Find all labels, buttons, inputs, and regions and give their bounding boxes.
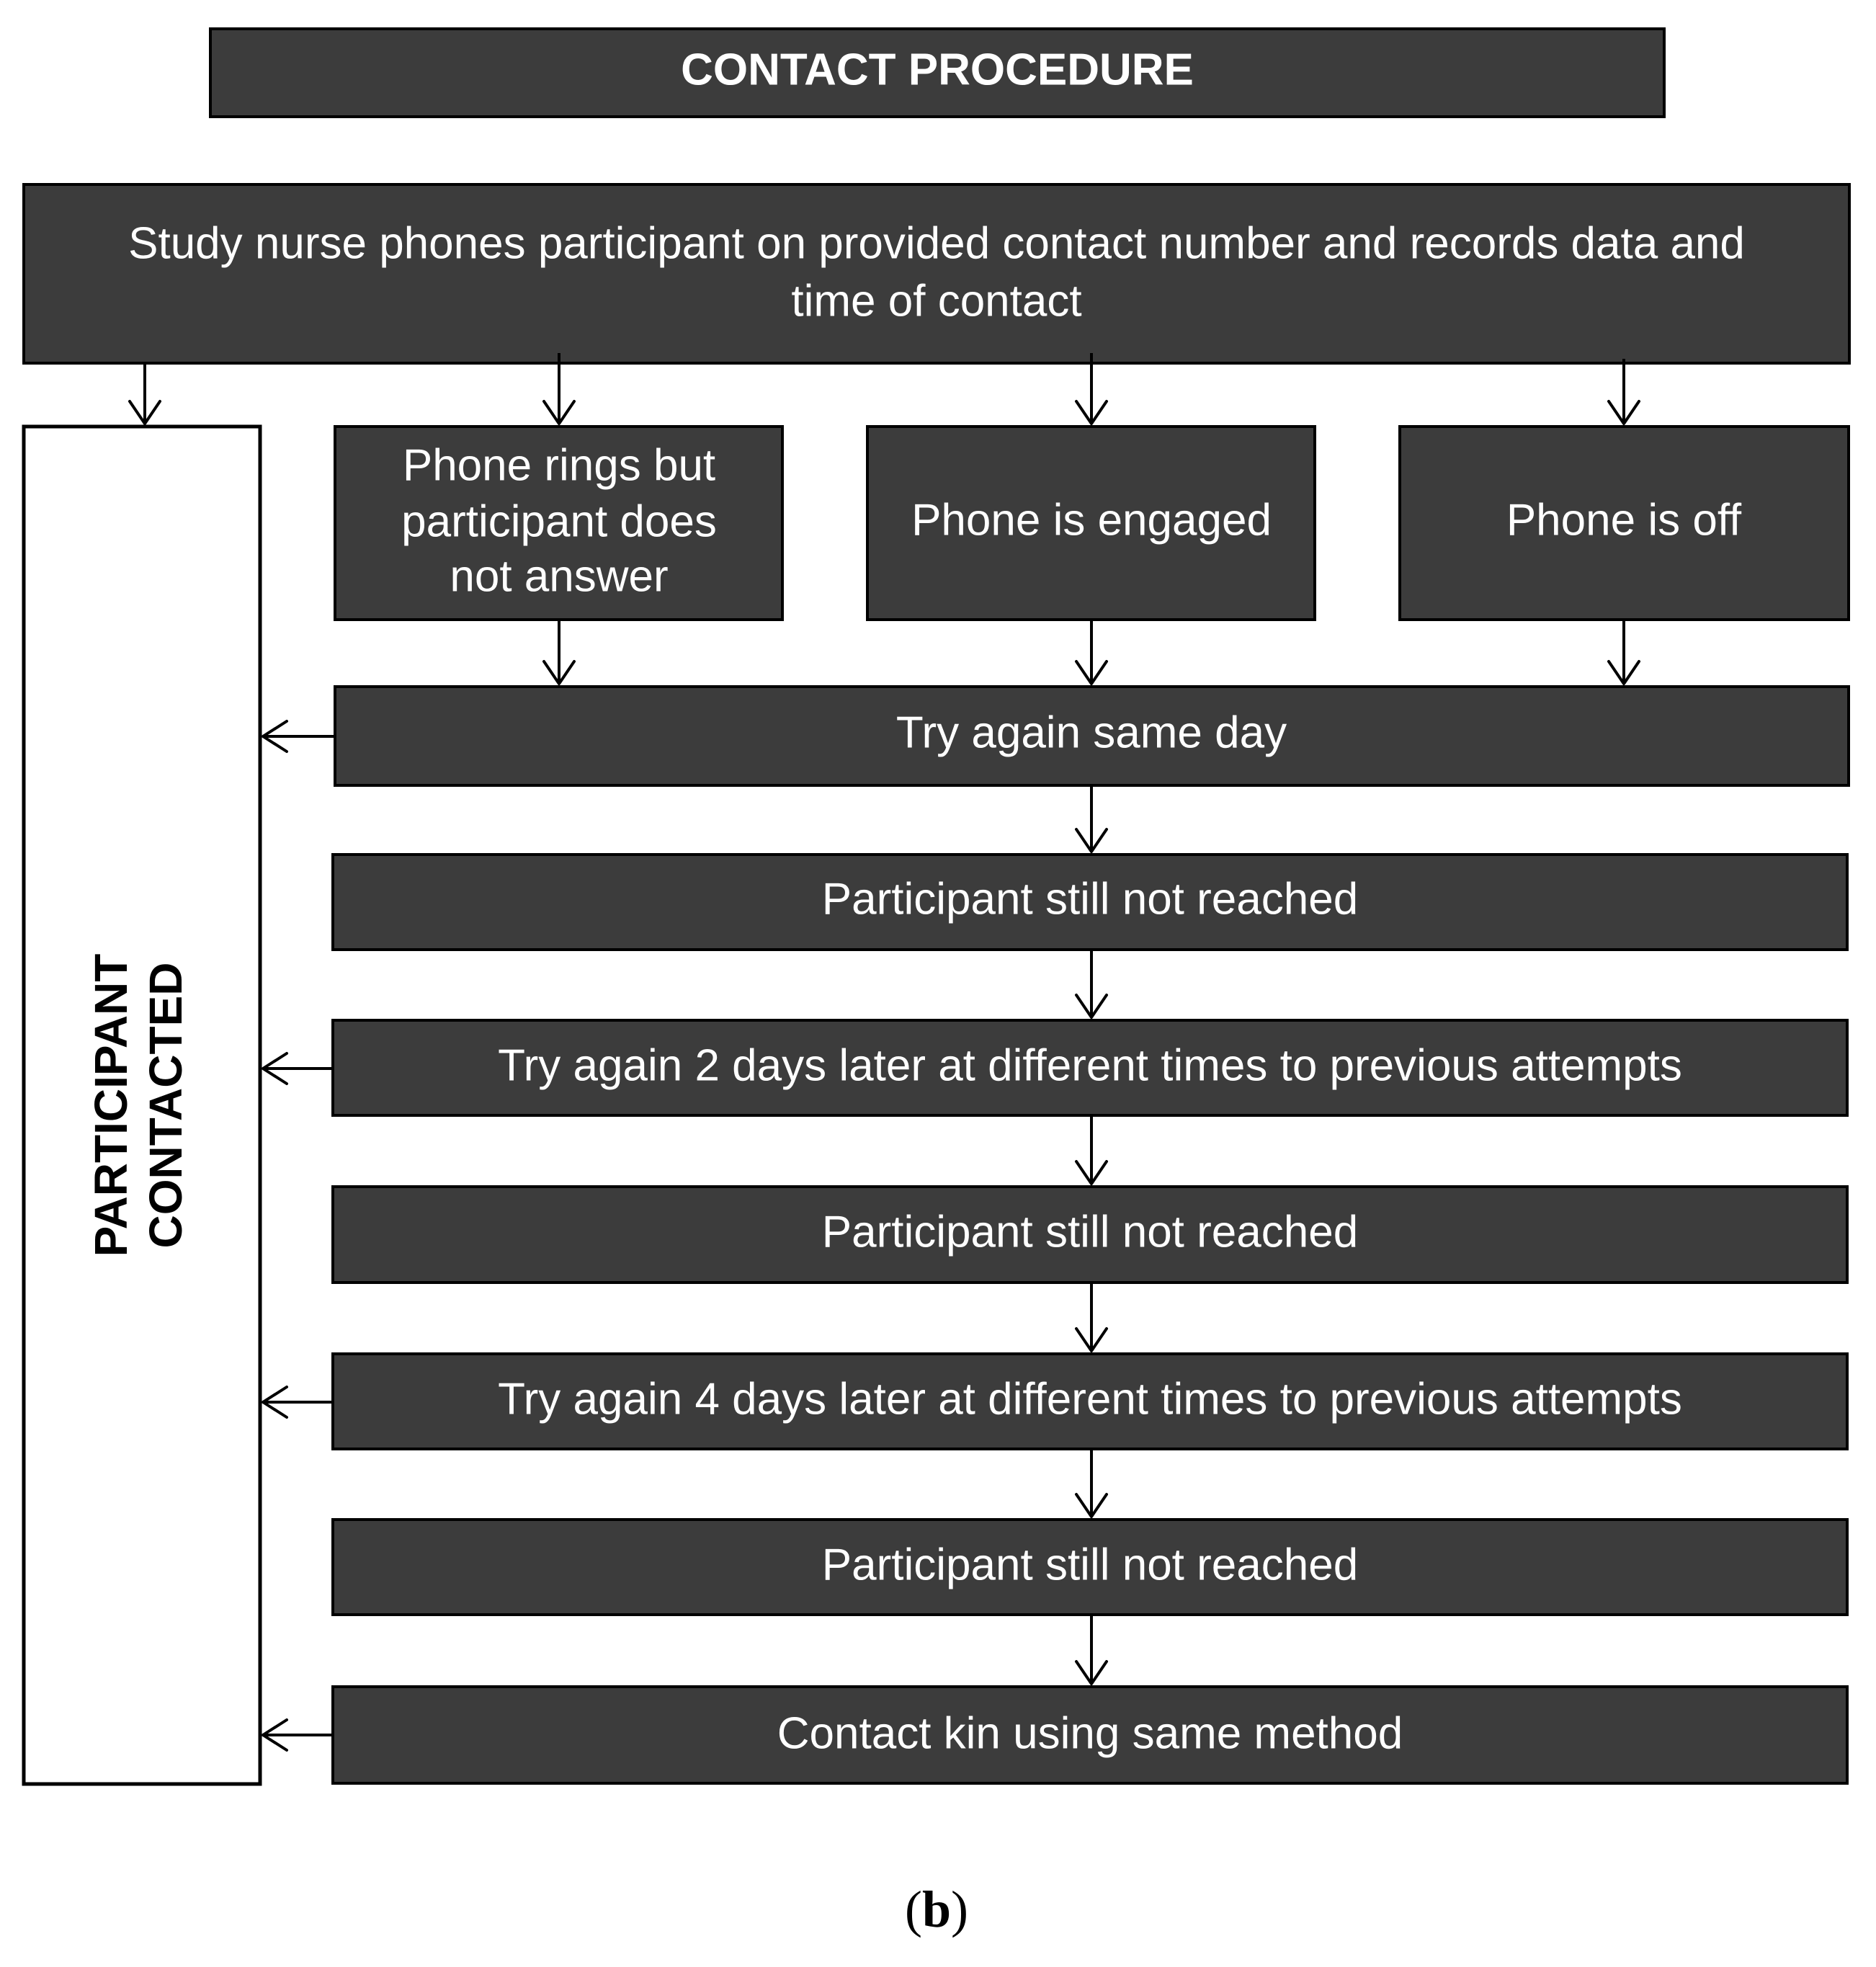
not-reached-3-text: Participant still not reached: [822, 1540, 1358, 1589]
node-off: Phone is off: [1398, 425, 1850, 621]
node-start-line-2: time of contact: [791, 276, 1081, 326]
arrow-not-reached-3-to-contact-kin: [1075, 1616, 1108, 1685]
node-participant-contacted: PARTICIPANT CONTACTED: [22, 424, 262, 1786]
node-contact-kin: Contact kin using same method: [331, 1685, 1849, 1785]
contacted-line-2: CONTACTED: [140, 963, 192, 1249]
engaged-text: Phone is engaged: [911, 495, 1272, 545]
title-box: CONTACT PROCEDURE: [209, 27, 1666, 118]
node-try-4-days: Try again 4 days later at different time…: [331, 1352, 1849, 1450]
arrow-start-to-off: [1607, 359, 1640, 425]
not-reached-1-text: Participant still not reached: [822, 874, 1358, 924]
arrow-engaged-to-try-same-day: [1075, 621, 1108, 685]
arrow-start-to-no-answer: [542, 353, 576, 425]
arrow-contact-kin-to-contacted: [262, 1718, 331, 1752]
try-same-day-text: Try again same day: [896, 708, 1287, 757]
no-answer-line-2: participant does: [401, 496, 717, 546]
node-not-reached-2: Participant still not reached: [331, 1185, 1849, 1284]
arrow-try-4-days-to-not-reached-3: [1075, 1450, 1108, 1518]
node-not-reached-3: Participant still not reached: [331, 1518, 1849, 1616]
node-try-same-day: Try again same day: [334, 685, 1850, 787]
title-text: CONTACT PROCEDURE: [681, 45, 1194, 94]
no-answer-line-1: Phone rings but: [403, 440, 715, 490]
try-2-days-text: Try again 2 days later at different time…: [498, 1040, 1682, 1090]
node-start: Study nurse phones participant on provid…: [22, 183, 1851, 365]
not-reached-2-text: Participant still not reached: [822, 1207, 1358, 1257]
contacted-line-1: PARTICIPANT: [85, 954, 137, 1257]
arrow-not-reached-2-to-try-4-days: [1075, 1284, 1108, 1352]
arrow-try-2-days-to-not-reached-2: [1075, 1117, 1108, 1185]
figure-caption: (b): [905, 1881, 968, 1938]
node-engaged: Phone is engaged: [866, 425, 1316, 621]
caption-letter: b: [922, 1881, 951, 1938]
off-text: Phone is off: [1506, 495, 1742, 545]
arrow-no-answer-to-try-same-day: [542, 621, 576, 685]
arrow-try-same-day-to-contacted: [262, 720, 334, 753]
no-answer-line-3: not answer: [450, 551, 668, 601]
caption-open: (: [905, 1881, 922, 1938]
try-4-days-text: Try again 4 days later at different time…: [498, 1374, 1682, 1424]
arrow-off-to-try-same-day: [1607, 621, 1640, 685]
arrow-not-reached-1-to-try-2-days: [1075, 951, 1108, 1019]
node-not-reached-1: Participant still not reached: [331, 853, 1849, 951]
arrow-try-same-day-to-not-reached-1: [1075, 787, 1108, 853]
caption-close: ): [951, 1881, 968, 1938]
contact-kin-text: Contact kin using same method: [777, 1708, 1403, 1758]
node-start-line-1: Study nurse phones participant on provid…: [128, 218, 1745, 268]
node-no-answer: Phone rings but participant does not ans…: [334, 425, 784, 621]
arrow-start-to-engaged: [1075, 353, 1108, 425]
arrow-start-to-contacted: [128, 365, 161, 425]
node-try-2-days: Try again 2 days later at different time…: [331, 1019, 1849, 1117]
arrow-try-4-days-to-contacted: [262, 1386, 331, 1419]
arrow-try-2-days-to-contacted: [262, 1052, 331, 1085]
